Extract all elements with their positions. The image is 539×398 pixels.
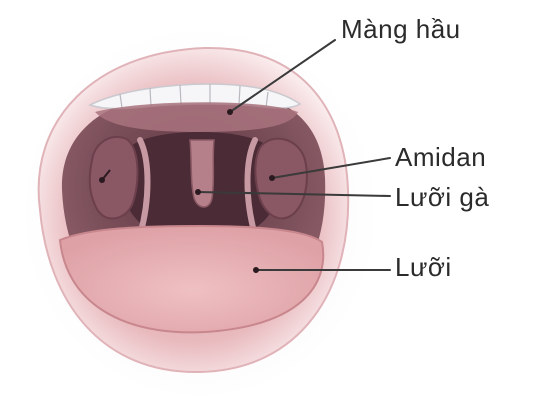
label-pharynx: Màng hầu <box>341 14 461 44</box>
left-tonsil <box>90 137 138 219</box>
label-tonsil: Amidan <box>395 142 486 172</box>
label-uvula: Lưỡi gà <box>395 182 489 212</box>
right-tonsil <box>255 139 307 219</box>
uvula <box>190 140 214 207</box>
label-tongue: Lưỡi <box>395 252 452 282</box>
